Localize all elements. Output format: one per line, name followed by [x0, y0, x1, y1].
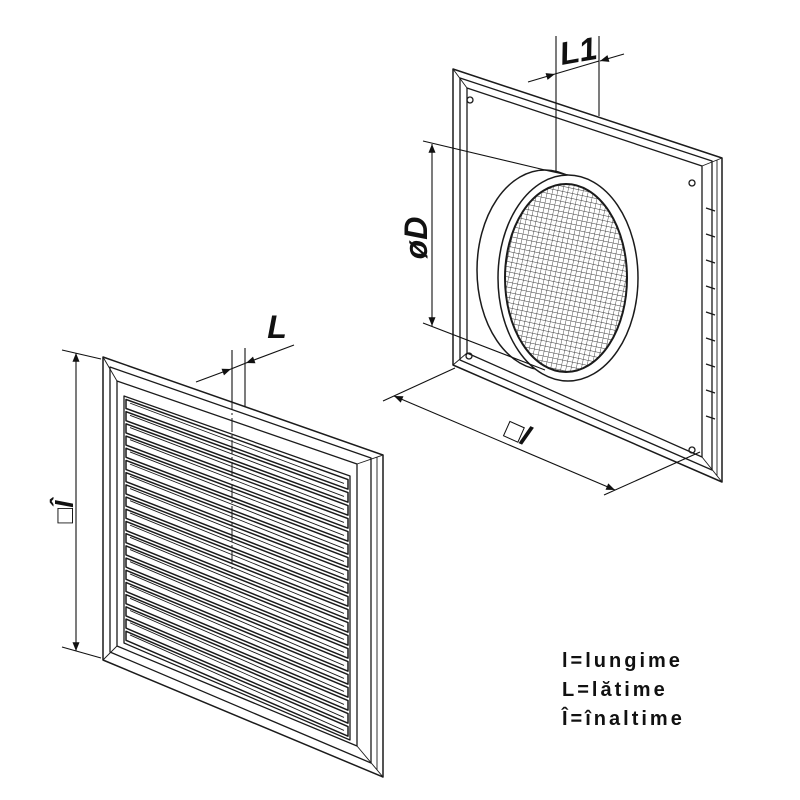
back-plate-bevel	[701, 157, 723, 167]
front-frame-bevel	[102, 645, 118, 661]
back-plate-bevel	[452, 352, 468, 366]
louver	[125, 410, 349, 503]
legend: l=lungime L=lătime Î=înaltime	[561, 650, 685, 730]
front-frame-bevel	[356, 745, 384, 778]
dimension-arrow	[245, 344, 295, 364]
louver-edge	[129, 475, 345, 562]
louver	[125, 508, 349, 607]
grille-width-label: L	[267, 309, 287, 345]
extension-line	[422, 140, 546, 171]
louver-edge	[129, 622, 345, 718]
louver-edge	[129, 524, 345, 614]
louver-edge	[129, 610, 345, 705]
dimension-arrow	[599, 53, 625, 62]
legend-length: l=lungime	[562, 650, 683, 672]
louver-set	[125, 398, 349, 737]
side-rib	[705, 389, 716, 394]
louver	[125, 398, 349, 490]
screw-icon	[465, 352, 473, 360]
louver	[125, 423, 349, 516]
extension-line	[61, 646, 102, 659]
louver	[125, 447, 349, 542]
dimension-duct-diameter: øD	[398, 140, 546, 371]
back-plate-bevel	[701, 456, 723, 483]
side-rib	[705, 285, 716, 290]
louver-edge	[129, 536, 345, 627]
front-grille	[102, 352, 384, 778]
back-plate-side-ribs	[705, 207, 716, 420]
back-plate-bevel	[452, 68, 468, 89]
louver-edge	[129, 402, 345, 484]
side-rib	[705, 259, 716, 264]
extension-line	[422, 322, 546, 371]
side-rib	[705, 337, 716, 342]
louver	[125, 435, 349, 529]
legend-height: Î=înaltime	[561, 706, 685, 730]
dimension-grille-width: L	[195, 309, 295, 407]
front-frame-bevel	[102, 356, 118, 382]
extension-line	[603, 451, 701, 496]
side-rib	[705, 207, 716, 212]
side-rib	[705, 415, 716, 420]
screw-icon	[688, 446, 696, 454]
dimension-line	[230, 362, 247, 370]
dimension-duct-depth: L1	[527, 30, 625, 172]
back-grille	[452, 68, 723, 483]
grille-height-label: □Î	[49, 497, 79, 524]
legend-width: L=lătime	[562, 679, 668, 701]
louver-edge	[129, 597, 345, 692]
duct-side-top	[544, 169, 569, 176]
side-rib	[705, 311, 716, 316]
louver	[125, 459, 349, 555]
dimension-arrow	[195, 368, 232, 383]
side-rib	[705, 363, 716, 368]
louver-edge	[129, 463, 345, 549]
louver	[125, 484, 349, 581]
duct-diameter-label: øD	[398, 217, 434, 260]
louver-edge	[129, 585, 345, 679]
louver	[125, 471, 349, 568]
louver-bay	[123, 395, 351, 741]
screw-icon	[466, 96, 474, 104]
louver-edge	[129, 451, 345, 536]
louver	[125, 520, 349, 620]
louver-edge	[129, 500, 345, 588]
louver-edge	[129, 439, 345, 523]
side-rib	[705, 233, 716, 238]
louver-edge	[129, 573, 345, 666]
screw-icon	[688, 179, 696, 187]
louver-edge	[129, 634, 345, 731]
dimension-line	[554, 60, 600, 75]
duct-depth-label: L1	[557, 30, 600, 72]
extension-line	[61, 349, 102, 360]
plate-length-label: □l	[500, 413, 536, 452]
extension-line	[382, 367, 456, 402]
louver-edge	[129, 512, 345, 601]
dimension-grille-height: □Î	[49, 349, 102, 659]
louver-edge	[129, 414, 345, 497]
dimension-arrow	[527, 73, 556, 83]
louver-edge	[129, 488, 345, 575]
louver-edge	[129, 427, 345, 510]
louver-edge	[129, 549, 345, 640]
louver-edge	[129, 561, 345, 653]
duct-mesh	[504, 183, 628, 373]
front-frame-bevel	[356, 454, 384, 465]
dimension-line	[393, 395, 616, 491]
louver	[125, 496, 349, 594]
